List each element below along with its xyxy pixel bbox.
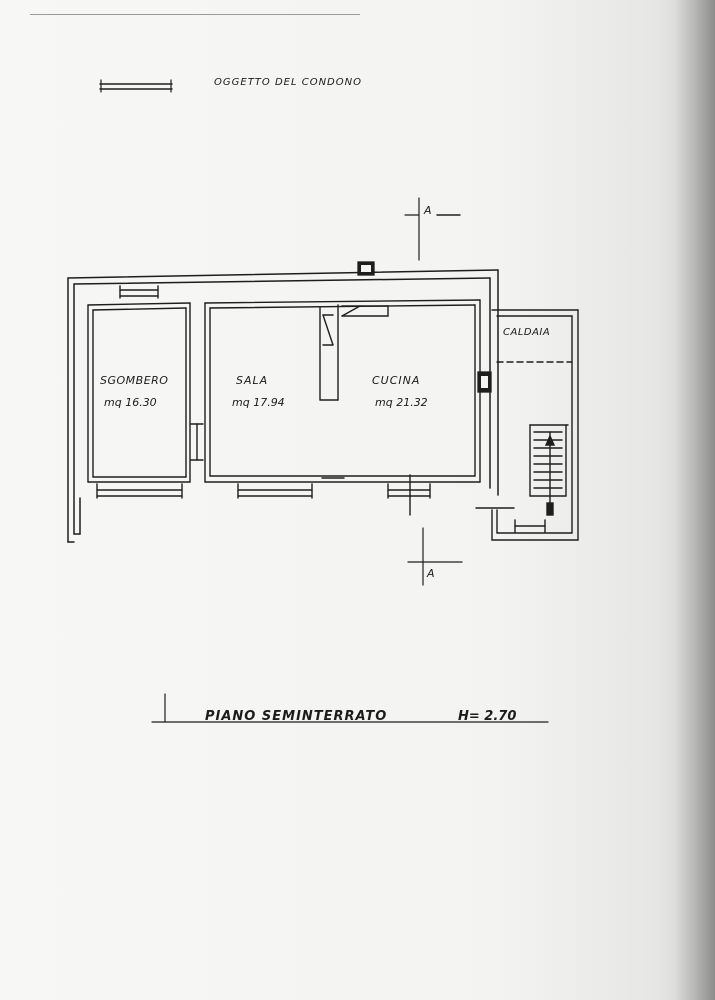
room-area-cucina: mq 21.32 [375, 396, 428, 409]
section-label-bottom: A [426, 567, 435, 580]
room-name-sala: SALA [236, 374, 268, 387]
room-name-sgombero: SGOMBERO [100, 374, 168, 387]
section-mark-bottom [407, 527, 463, 586]
section-label-top: A [423, 204, 432, 217]
room-area-sgombero: mq 16.30 [104, 396, 157, 409]
section-mark-top [404, 197, 461, 261]
room-name-caldaia: CALDAIA [503, 327, 550, 338]
plan-title-floor: PIANO SEMINTERRATO [205, 709, 387, 724]
room-area-sala: mq 17.94 [232, 396, 285, 409]
title-underline [151, 693, 549, 723]
paper-top-edge [30, 0, 360, 15]
outer-walls [67, 269, 499, 543]
legend-label: OGGETTO DEL CONDONO [214, 77, 362, 88]
vent-top [357, 261, 375, 276]
plan-title-height: H= 2.70 [458, 709, 516, 724]
legend-symbol [99, 79, 173, 93]
room-caldaia-walls [475, 309, 579, 541]
room-name-cucina: CUCINA [372, 374, 420, 387]
vent-right [477, 371, 492, 393]
paper-shadow [675, 0, 715, 1000]
room-sgombero-walls [87, 285, 204, 499]
